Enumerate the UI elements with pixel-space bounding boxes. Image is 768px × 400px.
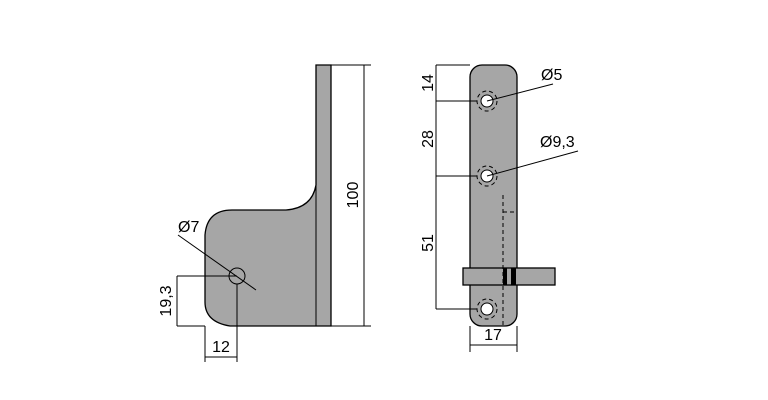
dimension-hole-spacing-1: 28	[420, 130, 437, 148]
leader-hole-diameter	[177, 234, 257, 291]
leader-countersink	[486, 150, 579, 177]
side-view: 100 19,3 12 Ø7	[158, 64, 371, 362]
bracket-side-profile	[204, 64, 332, 327]
dimension-countersink: Ø9,3	[540, 134, 575, 151]
front-view: 14 28 51 17 Ø5 Ø9,3	[420, 64, 579, 352]
dimension-small-hole: Ø5	[541, 67, 562, 84]
bracket-front-plate	[469, 64, 518, 327]
dimension-top-offset: 14	[420, 74, 437, 92]
cross-bar	[462, 267, 556, 286]
hole-bottom	[476, 298, 498, 320]
dimension-hole-offset: 12	[212, 339, 230, 356]
dimension-width: 17	[484, 327, 502, 344]
dimension-height: 100	[345, 182, 362, 209]
dimension-hole-height: 19,3	[158, 285, 175, 316]
leader-small-hole	[486, 83, 554, 102]
dimension-hole-spacing-2: 51	[420, 234, 437, 252]
dimension-hole-diameter: Ø7	[178, 219, 199, 236]
